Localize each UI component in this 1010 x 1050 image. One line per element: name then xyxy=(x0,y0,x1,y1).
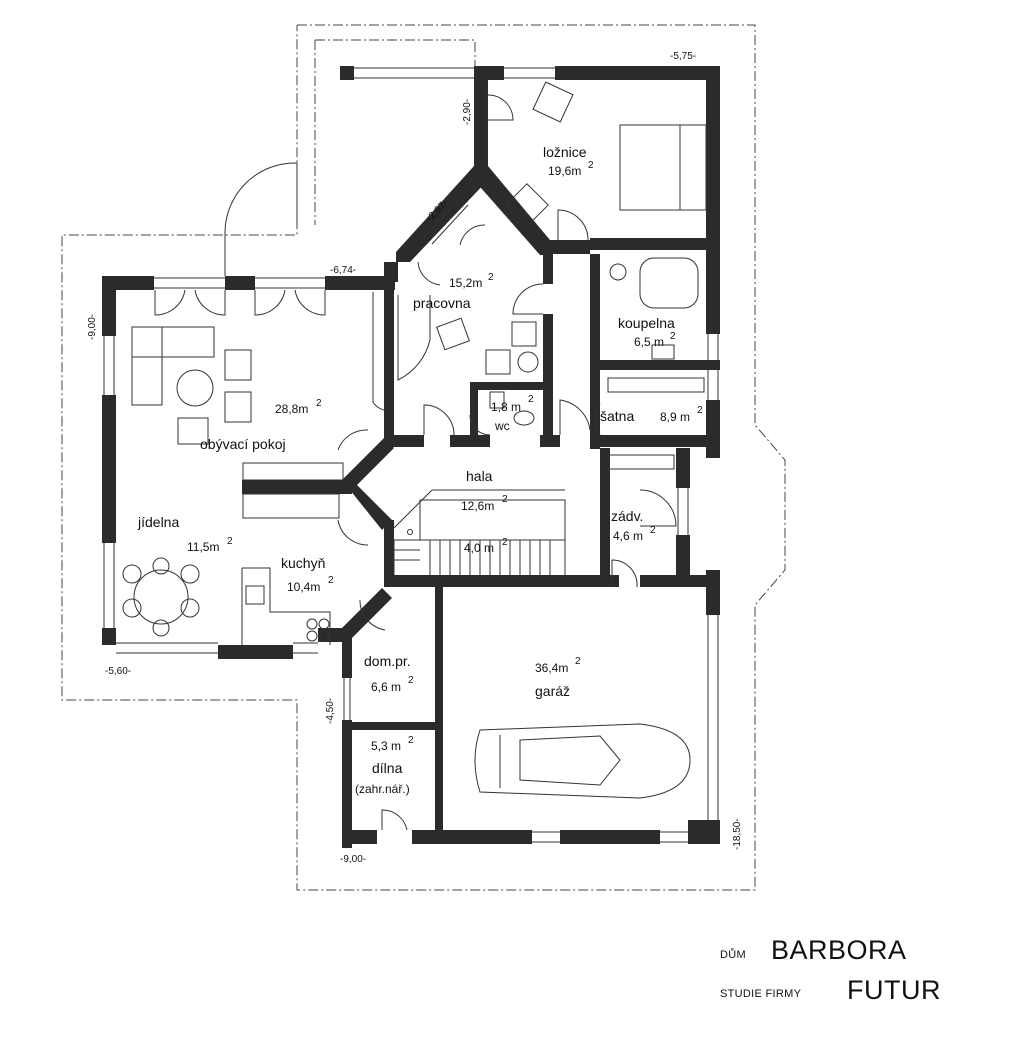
room-name-pracovna: pracovna xyxy=(413,295,471,311)
room-area-sup-satna: 2 xyxy=(697,405,703,416)
room-area-sup-dilna: 2 xyxy=(408,735,414,746)
room-area-sup-dompr: 2 xyxy=(408,675,414,686)
room-area-sup-garaz: 2 xyxy=(575,656,581,667)
room-area-koupelna: 6,5 m xyxy=(634,335,664,349)
level-1850: -18,50- xyxy=(732,818,743,850)
room-area-schody: 4,0 m xyxy=(464,541,494,555)
room-name-satna: šatna xyxy=(600,408,634,424)
room-area-sup-loznice: 2 xyxy=(588,160,594,171)
room-area-loznice: 19,6m xyxy=(548,164,581,178)
room-area-sup-jidelna: 2 xyxy=(227,536,233,547)
room-area-sup-hala: 2 xyxy=(502,494,508,505)
room-area-sup-wc: 2 xyxy=(528,394,534,405)
room-name-loznice: ložnice xyxy=(543,144,587,160)
room-area-wc: 1,8 m xyxy=(491,400,521,414)
level-575: -5,75- xyxy=(670,51,696,62)
room-labels: ložnice 19,6m 2 15,2m 2 pracovna koupeln… xyxy=(137,144,703,796)
room-area-sup-koupelna: 2 xyxy=(670,331,676,342)
room-name-wc: wc xyxy=(494,419,510,433)
level-290: -2,90- xyxy=(462,99,473,125)
room-name-dompr: dom.pr. xyxy=(364,653,411,669)
title-house-name: BARBORA xyxy=(771,935,907,965)
windows xyxy=(103,67,719,843)
title-firm-name: FUTUR xyxy=(847,975,941,1005)
room-name-obyvaci: obývací pokoj xyxy=(200,436,286,452)
room-area-kuchyn: 10,4m xyxy=(287,580,320,594)
room-name-jidelna: jídelna xyxy=(137,514,179,530)
walls xyxy=(102,66,720,848)
room-area-hala: 12,6m xyxy=(461,499,494,513)
level-560: -5,60- xyxy=(105,666,131,677)
room-area-obyvaci: 28,8m xyxy=(275,402,308,416)
room-area-satna: 8,9 m xyxy=(660,410,690,424)
room-area-sup-obyvaci: 2 xyxy=(316,398,322,409)
level-450: -4,50- xyxy=(325,698,336,724)
room-name2-dilna: (zahr.nář.) xyxy=(355,782,410,796)
room-area-dompr: 6,6 m xyxy=(371,680,401,694)
terrace-outline xyxy=(61,24,786,891)
level-900-left: -9,00- xyxy=(87,314,98,340)
room-name-koupelna: koupelna xyxy=(618,315,675,331)
room-area-dilna: 5,3 m xyxy=(371,739,401,753)
room-name-garaz: garáž xyxy=(535,683,570,699)
level-674: -6,74- xyxy=(330,265,356,276)
doors xyxy=(154,94,677,831)
room-area-pracovna: 15,2m xyxy=(449,276,482,290)
room-area-sup-zadv: 2 xyxy=(650,525,656,536)
room-area-garaz: 36,4m xyxy=(535,661,568,675)
stairs xyxy=(389,489,566,575)
title-label-house: DŮM xyxy=(720,949,746,961)
room-area-sup-schody: 2 xyxy=(502,537,508,548)
title-block: DŮM BARBORA STUDIE FIRMY FUTUR xyxy=(718,935,978,1015)
room-area-sup-kuchyn: 2 xyxy=(328,575,334,586)
furniture xyxy=(122,81,707,799)
room-name-hala: hala xyxy=(466,468,493,484)
room-name-zadv: zádv. xyxy=(611,508,643,524)
title-label-firm: STUDIE FIRMY xyxy=(720,988,802,1000)
room-name-kuchyn: kuchyň xyxy=(281,555,325,571)
room-area-jidelna: 11,5m xyxy=(187,540,219,554)
room-name-dilna: dílna xyxy=(372,760,403,776)
level-marks: -5,75- -2,90- -2,97- -6,74- -9,00- -5,60… xyxy=(87,51,743,865)
room-area-sup-pracovna: 2 xyxy=(488,272,494,283)
level-900-bottom: -9,00- xyxy=(340,854,366,865)
room-area-zadv: 4,6 m xyxy=(613,529,643,543)
